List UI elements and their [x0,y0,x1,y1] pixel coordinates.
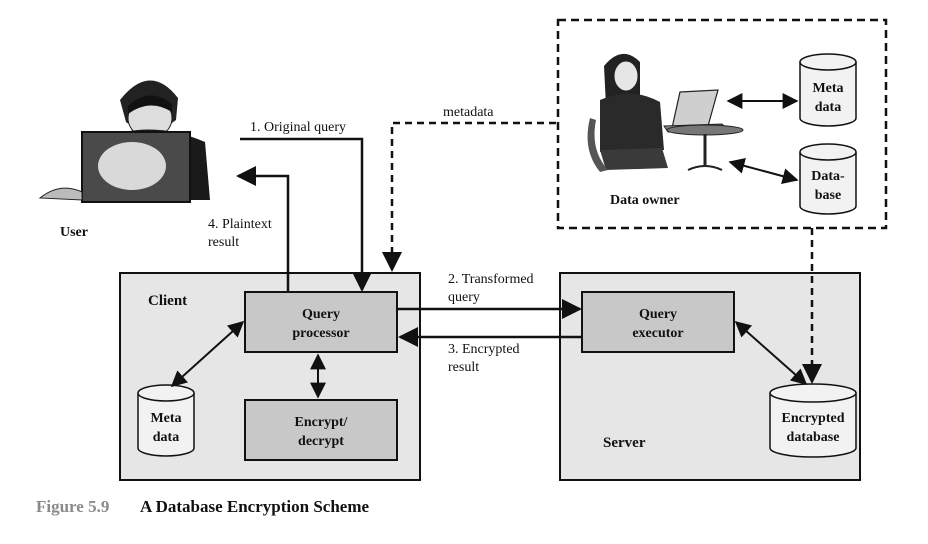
owner-meta-label-2: data [815,100,841,115]
server-label: Server [603,435,646,451]
data-owner-label: Data owner [610,193,680,208]
encrypt-label-2: decrypt [298,434,344,449]
encrypted-label-2: result [448,360,479,375]
encrypted-database-cylinder [769,383,857,458]
enc-db-label-2: database [787,430,840,445]
enc-db-label-1: Encrypted [782,411,845,426]
transformed-label-2: query [448,290,480,305]
user-label: User [60,225,88,240]
encrypted-label-1: 3. Encrypted [448,342,520,357]
data-owner-illustration [587,53,744,172]
query-executor-label-2: executor [632,326,683,341]
plaintext-result-arrow [236,166,290,292]
query-processor-box [244,291,398,353]
original-query-label: 1. Original query [250,120,346,135]
figure-number: Figure 5.9 [36,497,109,516]
owner-metadata-cylinder [799,53,857,127]
client-meta-label-2: data [153,430,179,445]
client-metadata-cylinder [137,384,195,457]
user-illustration [38,80,210,203]
plaintext-label-1: 4. Plaintext [208,217,272,232]
encrypt-label-1: Encrypt/ [295,415,349,430]
metadata-arrow [382,121,556,272]
owner-db-label-2: base [815,188,841,203]
encrypt-decrypt-box [244,399,398,461]
client-label: Client [148,293,187,309]
query-processor-label-2: processor [292,326,349,341]
owner-database-cylinder [799,143,857,215]
figure-title: A Database Encryption Scheme [140,497,369,516]
owner-db-label-1: Data- [811,169,845,184]
query-processor-label-1: Query [302,307,340,322]
processor-metadata-arrow [170,320,245,388]
original-query-arrow [240,137,372,292]
plaintext-label-2: result [208,235,239,250]
data-owner-region [556,18,888,230]
executor-encdb-arrow [734,320,808,386]
transformed-label-1: 2. Transformed [448,272,534,287]
client-meta-label-1: Meta [150,411,181,426]
owner-database-arrow [728,158,799,184]
metadata-label: metadata [443,105,494,120]
query-executor-box [581,291,735,353]
owner-meta-label-1: Meta [812,81,843,96]
query-executor-label-1: Query [639,307,677,322]
